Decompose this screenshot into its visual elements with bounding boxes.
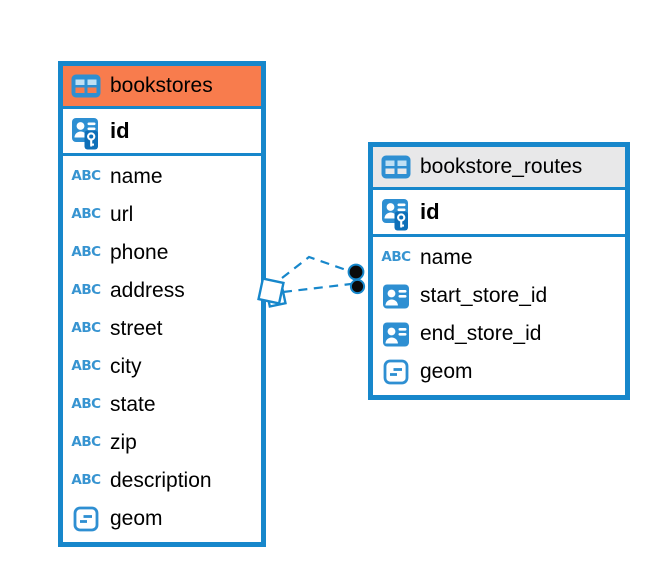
table-icon [381,155,411,179]
column-name: end_store_id [420,322,542,345]
table-icon [71,74,101,98]
table-bookstores[interactable]: bookstores id ABC [58,61,266,547]
column-name: zip [110,431,137,454]
column-row[interactable]: ABC address [71,272,253,310]
column-row[interactable]: geom [381,353,617,391]
geometry-icon [381,359,411,385]
column-row[interactable]: geom [71,500,253,538]
column-row[interactable]: ABC state [71,386,253,424]
person-key-icon [381,192,411,232]
column-name: start_store_id [420,284,548,307]
person-ref-icon [381,322,411,347]
column-name: street [110,317,163,340]
column-name: geom [110,507,163,530]
column-row[interactable]: ABC street [71,310,253,348]
table-bookstores-body: ABC name ABC url ABC phone ABC address A… [63,156,261,542]
column-name: name [110,165,163,188]
column-name: phone [110,241,169,264]
abc-text-icon: ABC [71,244,101,261]
table-bookstore-routes[interactable]: bookstore_routes id ABC [368,142,630,400]
column-row[interactable]: ABC name [71,158,253,196]
pk-row-id[interactable]: id [373,190,625,237]
person-ref-icon [381,284,411,309]
abc-text-icon: ABC [71,434,101,451]
pk-column-name: id [110,118,130,143]
abc-text-icon: ABC [71,472,101,489]
column-name: description [110,469,212,492]
column-name: state [110,393,156,416]
column-name: address [110,279,185,302]
fk-end-dot-lower [349,278,366,295]
column-row[interactable]: ABC url [71,196,253,234]
column-row[interactable]: ABC name [381,239,617,277]
column-row[interactable]: ABC phone [71,234,253,272]
abc-text-icon: ABC [71,358,101,375]
column-name: city [110,355,142,378]
abc-text-icon: ABC [381,249,411,266]
column-row[interactable]: ABC city [71,348,253,386]
column-row[interactable]: ABC zip [71,424,253,462]
column-row[interactable]: ABC description [71,462,253,500]
fk-line-lower [282,282,352,294]
table-title: bookstores [110,74,213,97]
table-bookstore-routes-header[interactable]: bookstore_routes [373,147,625,190]
abc-text-icon: ABC [71,206,101,223]
column-name: geom [420,360,473,383]
table-bookstores-header[interactable]: bookstores [63,66,261,109]
table-bookstore-routes-body: ABC name start_store_id [373,237,625,395]
geometry-icon [71,506,101,532]
table-title: bookstore_routes [420,155,583,178]
person-key-icon [71,111,101,151]
column-name: name [420,246,473,269]
abc-text-icon: ABC [71,396,101,413]
column-row[interactable]: start_store_id [381,277,617,315]
abc-text-icon: ABC [71,168,101,185]
abc-text-icon: ABC [71,282,101,299]
target-dot-markers[interactable] [347,263,366,295]
pk-row-id[interactable]: id [63,109,261,156]
column-name: url [110,203,134,226]
abc-text-icon: ABC [71,320,101,337]
fk-relationship-lines[interactable] [281,255,353,294]
column-row[interactable]: end_store_id [381,315,617,353]
fk-end-dot-upper [347,263,365,281]
fk-line-upper [281,255,353,279]
pk-column-name: id [420,199,440,224]
